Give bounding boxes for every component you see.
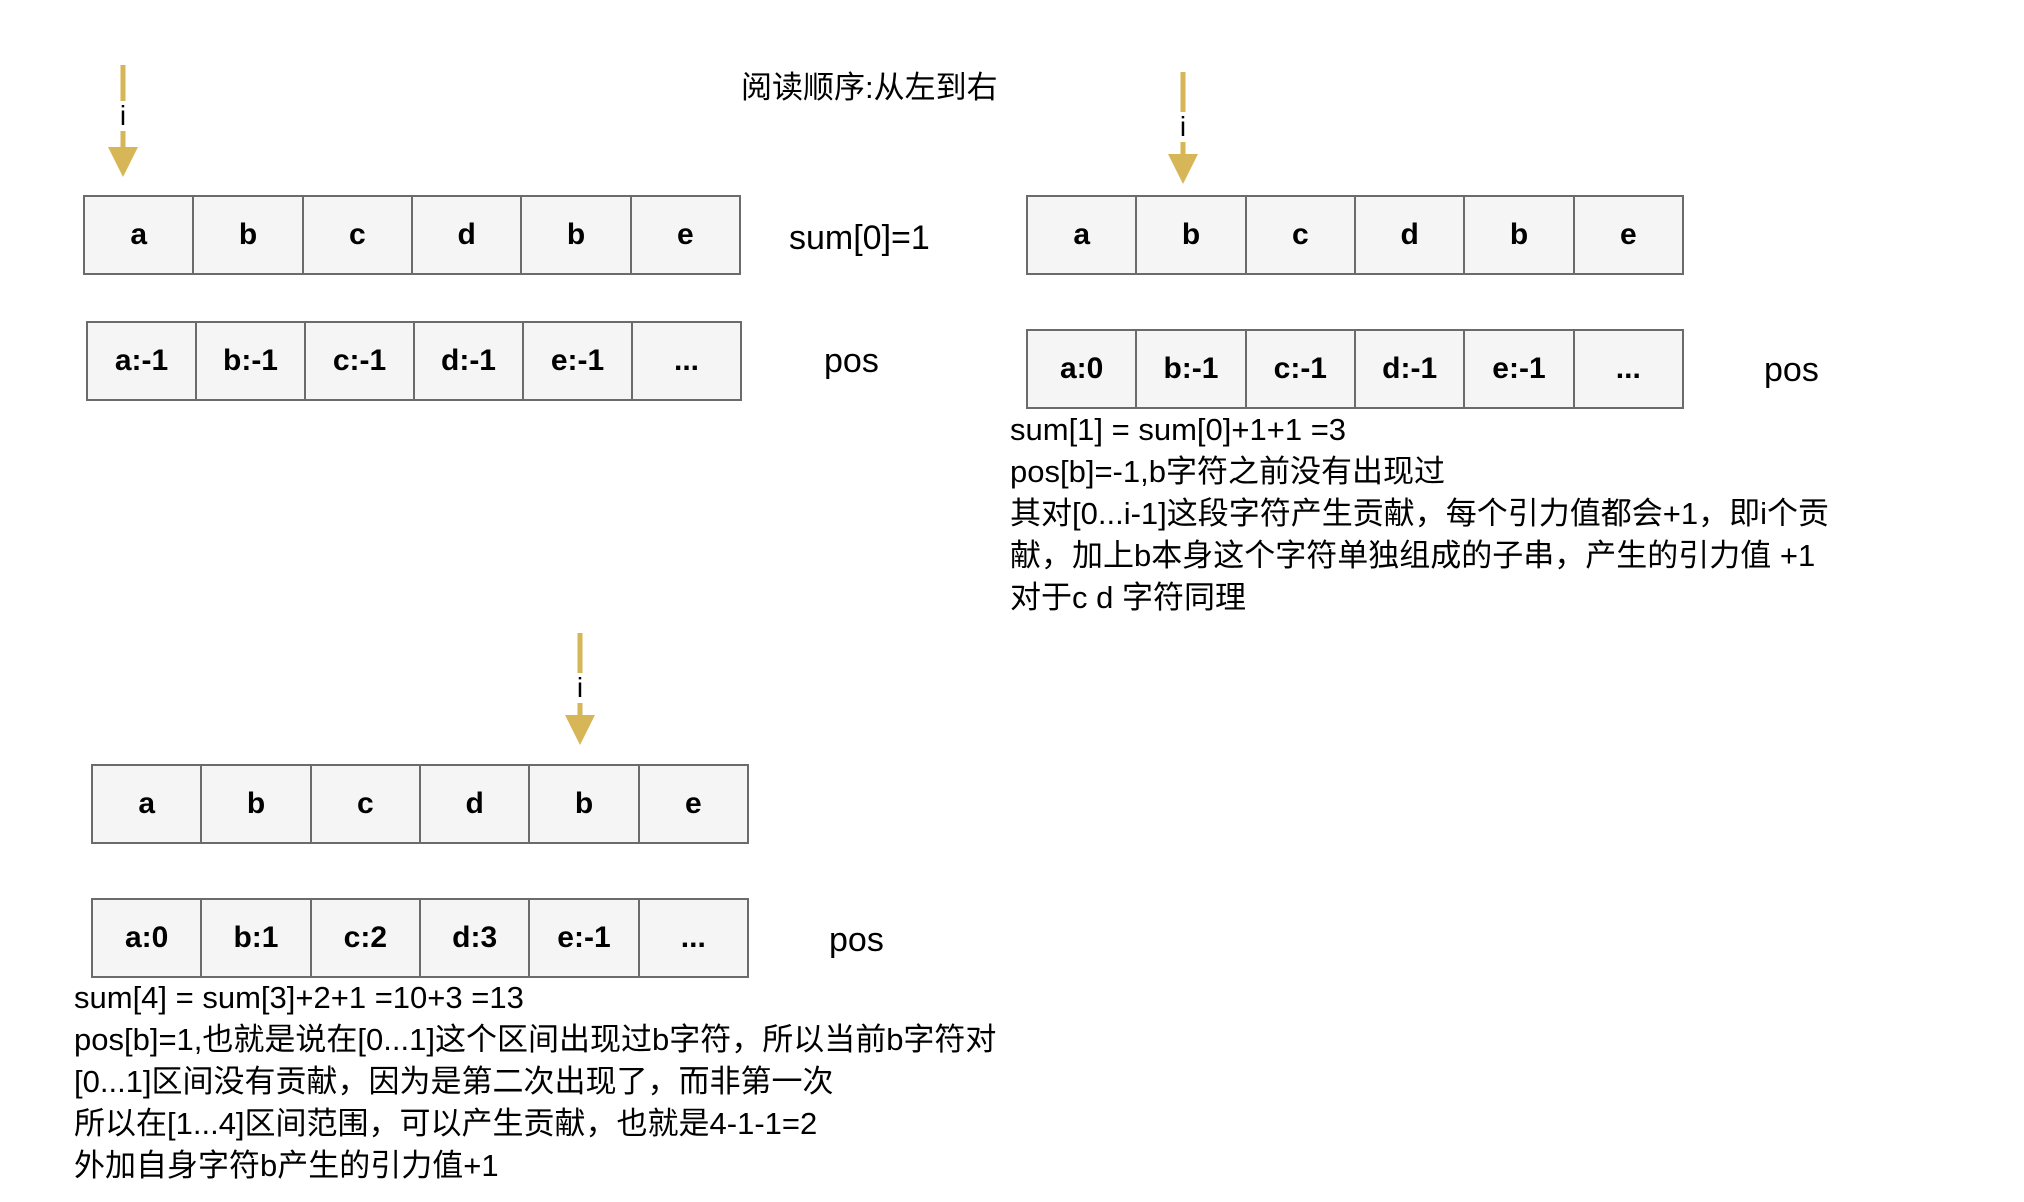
pos-cell: b:1 xyxy=(202,900,312,976)
note-line: 献，加上b本身这个字符单独组成的子串，产生的引力值 +1 xyxy=(1010,538,1816,573)
pos-cell: c:-1 xyxy=(306,323,415,399)
pointer-label: i xyxy=(560,673,600,703)
pos-label: pos xyxy=(824,342,879,380)
char-cell: b xyxy=(1137,197,1247,273)
char-cell: a xyxy=(93,766,203,842)
pos-cell: c:2 xyxy=(312,900,421,976)
char-cell: a xyxy=(85,197,195,273)
pos-cell: ... xyxy=(1615,352,1641,385)
note-line: pos[b]=1,也就是说在[0...1]这个区间出现过b字符，所以当前b字符对 xyxy=(74,1022,997,1057)
char-cell: c xyxy=(304,197,413,273)
pos-cell: ... xyxy=(673,344,699,377)
string-array: a b c d b e xyxy=(91,764,749,844)
note-line: pos[b]=-1,b字符之前没有出现过 xyxy=(1010,454,1445,489)
pointer-i-arrow: i xyxy=(1163,72,1203,184)
note-line: 其对[0...i-1]这段字符产生贡献，每个引力值都会+1，即i个贡 xyxy=(1010,496,1829,531)
explanation-notes: sum[4] = sum[3]+2+1 =10+3 =13 pos[b]=1,也… xyxy=(74,977,996,1187)
pointer-i-arrow: i xyxy=(103,65,143,177)
char-cell: a xyxy=(1028,197,1138,273)
char-cell: e xyxy=(1619,218,1637,251)
string-array: a b c d b e xyxy=(83,195,741,275)
note-line: sum[1] = sum[0]+1+1 =3 xyxy=(1010,412,1347,447)
pos-cell: c:-1 xyxy=(1247,331,1356,407)
pos-cell: e:-1 xyxy=(1465,331,1575,407)
char-cell: b xyxy=(530,766,640,842)
char-cell: b xyxy=(522,197,632,273)
pointer-i-arrow: i xyxy=(560,633,600,745)
char-cell: e xyxy=(676,218,694,251)
pos-cell: e:-1 xyxy=(530,900,640,976)
note-line: sum[4] = sum[3]+2+1 =10+3 =13 xyxy=(74,980,524,1015)
string-array: a b c d b e xyxy=(1026,195,1684,275)
char-cell: c xyxy=(312,766,421,842)
char-cell: c xyxy=(1247,197,1356,273)
pos-array: a:0 b:1 c:2 d:3 e:-1 ... xyxy=(91,898,749,978)
char-cell: d xyxy=(421,766,531,842)
pos-cell: d:-1 xyxy=(415,323,524,399)
pos-cell: b:-1 xyxy=(1137,331,1247,407)
pos-cell: e:-1 xyxy=(524,323,633,399)
pos-cell: b:-1 xyxy=(197,323,306,399)
char-cell: d xyxy=(413,197,523,273)
pos-array: a:0 b:-1 c:-1 d:-1 e:-1 ... xyxy=(1026,329,1684,409)
pos-cell: ... xyxy=(680,921,706,954)
pos-array: a:-1 b:-1 c:-1 d:-1 e:-1 ... xyxy=(86,321,742,401)
char-cell: b xyxy=(202,766,312,842)
pos-cell: d:-1 xyxy=(1356,331,1466,407)
char-cell: d xyxy=(1356,197,1466,273)
pos-cell: a:0 xyxy=(1028,331,1138,407)
pointer-label: i xyxy=(1163,112,1203,142)
pointer-label: i xyxy=(103,101,143,131)
pos-cell: d:3 xyxy=(421,900,531,976)
note-line: 对于c d 字符同理 xyxy=(1010,580,1246,615)
note-line: [0...1]区间没有贡献，因为是第二次出现了，而非第一次 xyxy=(74,1064,834,1099)
note-line: 外加自身字符b产生的引力值+1 xyxy=(74,1148,499,1183)
char-cell: b xyxy=(1465,197,1575,273)
explanation-notes: sum[1] = sum[0]+1+1 =3 pos[b]=-1,b字符之前没有… xyxy=(1010,409,1829,619)
pos-label: pos xyxy=(1764,351,1819,389)
reading-order-title: 阅读顺序:从左到右 xyxy=(741,70,998,105)
pos-label: pos xyxy=(829,921,884,959)
pos-cell: a:-1 xyxy=(88,323,197,399)
char-cell: e xyxy=(684,787,702,820)
sum-label: sum[0]=1 xyxy=(789,219,930,257)
note-line: 所以在[1...4]区间范围，可以产生贡献，也就是4-1-1=2 xyxy=(74,1106,818,1141)
char-cell: b xyxy=(194,197,304,273)
pos-cell: a:0 xyxy=(93,900,203,976)
